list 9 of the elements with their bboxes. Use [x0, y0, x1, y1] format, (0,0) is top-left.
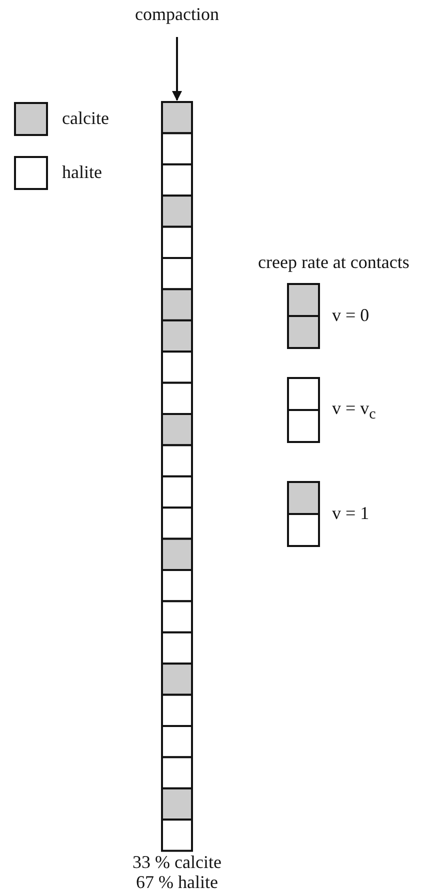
legend-label: calcite [62, 108, 109, 128]
heading: creep rate at contacts [258, 252, 410, 272]
case-label: v = v$_{c}$ [332, 398, 376, 425]
legend-label: halite [62, 162, 102, 182]
arrow-label: compaction [135, 4, 219, 24]
case-label: v = 0 [332, 305, 370, 325]
composition-note: 67 % halite [136, 872, 218, 892]
case-label: v = 1 [332, 503, 370, 523]
composition-note: 33 % calcite [132, 852, 222, 872]
